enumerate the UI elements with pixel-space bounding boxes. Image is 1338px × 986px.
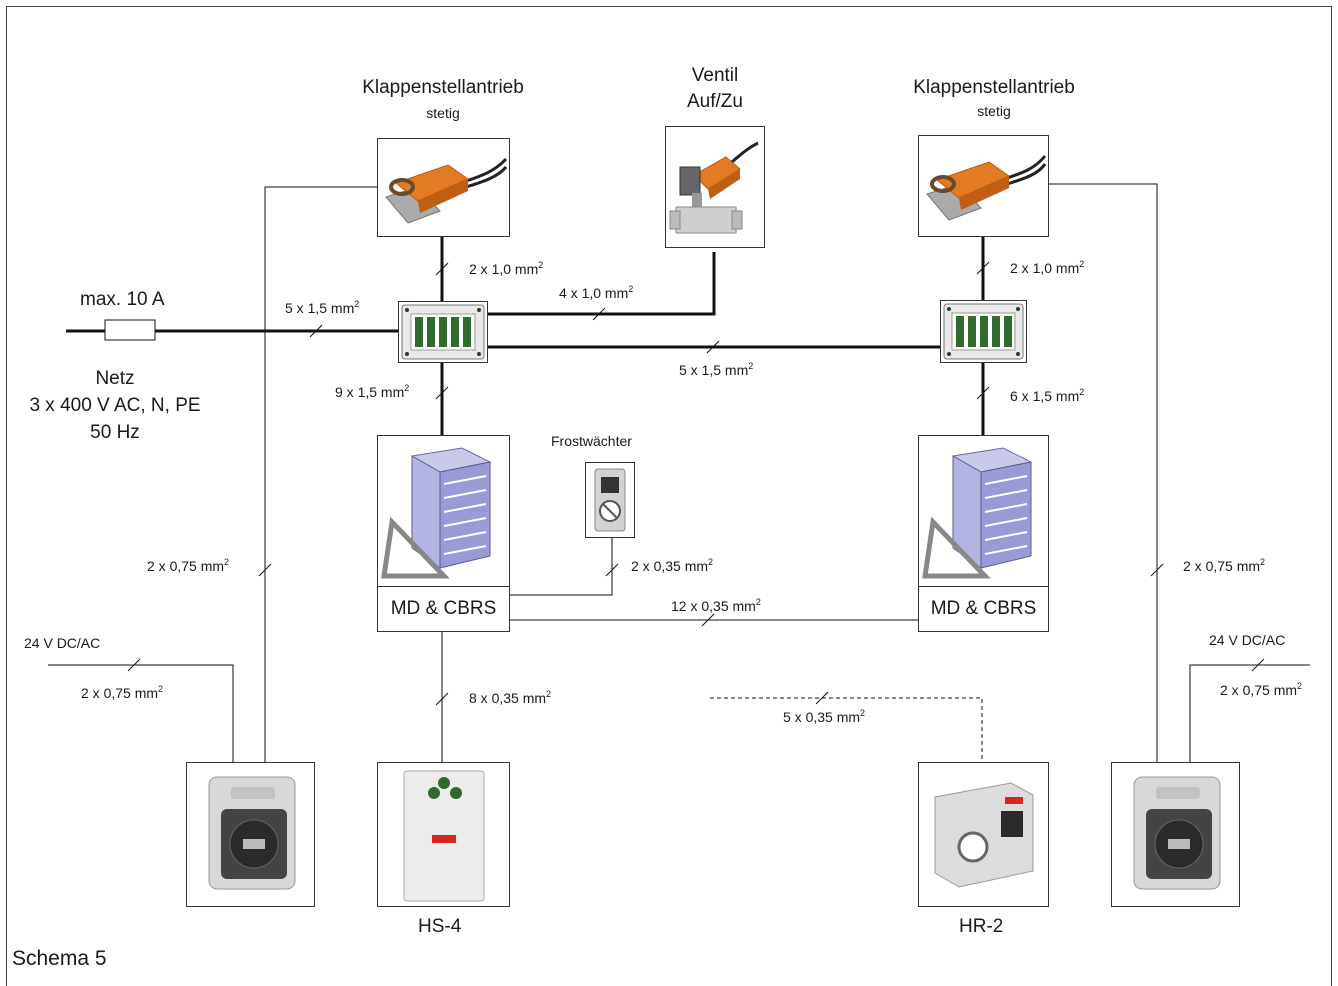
damper-actuator-icon	[926, 155, 1047, 221]
unit-left: MD & CBRS	[377, 435, 510, 632]
hs4-label: HS-4	[418, 916, 462, 937]
net-label-3: 50 Hz	[90, 422, 140, 443]
hs4-controller-image	[377, 762, 510, 907]
switch-left-image	[186, 762, 315, 907]
cable-label: 2 x 1,0 mm2	[469, 260, 544, 277]
cable-label: 12 x 0,35 mm2	[671, 597, 761, 614]
terminal-block-icon	[943, 303, 1024, 360]
diagram-frame	[6, 6, 1332, 986]
valve-icon	[669, 141, 759, 234]
frost-thermostat-icon	[594, 468, 626, 532]
speed-controller-icon	[403, 770, 485, 902]
unit-left-label: MD & CBRS	[378, 586, 509, 631]
hr2-controller-image	[918, 762, 1049, 907]
heat-recovery-controller-icon	[934, 782, 1034, 888]
actuator-right-title: Klappenstellantrieb	[913, 77, 1075, 98]
unit-right-label: MD & CBRS	[919, 586, 1048, 631]
actuator-right-subtitle: stetig	[977, 103, 1011, 119]
actuator-left-title: Klappenstellantrieb	[362, 77, 524, 98]
cable-label: 2 x 0,75 mm2	[81, 684, 164, 701]
cable-label: 5 x 1,5 mm2	[285, 299, 360, 316]
cable-label: 4 x 1,0 mm2	[559, 284, 634, 301]
cable-label: 2 x 0,75 mm2	[1183, 557, 1266, 574]
fuse-label: max. 10 A	[80, 289, 165, 310]
actuator-right-image	[918, 135, 1049, 237]
terminal-block-icon	[401, 304, 485, 360]
cable-label: 9 x 1,5 mm2	[335, 383, 410, 400]
net-label-2: 3 x 400 V AC, N, PE	[29, 395, 201, 416]
valve-image	[665, 126, 765, 248]
cable-label: 6 x 1,5 mm2	[1010, 387, 1085, 404]
junction-box-left	[398, 301, 488, 363]
actuator-left-subtitle: stetig	[426, 105, 460, 121]
power-right-label: 24 V DC/AC	[1209, 632, 1286, 648]
valve-title-1: Ventil	[691, 65, 739, 86]
cable-label: 5 x 0,35 mm2	[783, 708, 866, 725]
cable-label: 2 x 1,0 mm2	[1010, 259, 1085, 276]
cable-label: 5 x 1,5 mm2	[679, 361, 754, 378]
rotary-switch-icon	[1133, 776, 1221, 890]
cable-label: 2 x 0,75 mm2	[147, 557, 230, 574]
damper-actuator-icon	[385, 157, 508, 224]
unit-right: MD & CBRS	[918, 435, 1049, 632]
cable-label: 8 x 0,35 mm2	[469, 689, 552, 706]
cable-label: 2 x 0,75 mm2	[1220, 681, 1303, 698]
junction-box-right	[940, 300, 1027, 363]
frost-thermostat-image	[585, 462, 635, 538]
actuator-left-image	[377, 138, 510, 237]
diagram-title: Schema 5	[12, 947, 107, 970]
hr2-label: HR-2	[959, 916, 1004, 937]
valve-title-2: Auf/Zu	[687, 91, 743, 112]
frost-title: Frostwächter	[551, 433, 632, 449]
switch-right-image	[1111, 762, 1240, 907]
air-handling-unit-icon	[381, 447, 492, 579]
cable-label: 2 x 0,35 mm2	[631, 557, 714, 574]
rotary-switch-icon	[208, 776, 296, 890]
power-left-label: 24 V DC/AC	[24, 635, 101, 651]
air-handling-unit-icon	[922, 447, 1033, 579]
net-label-1: Netz	[95, 368, 135, 389]
